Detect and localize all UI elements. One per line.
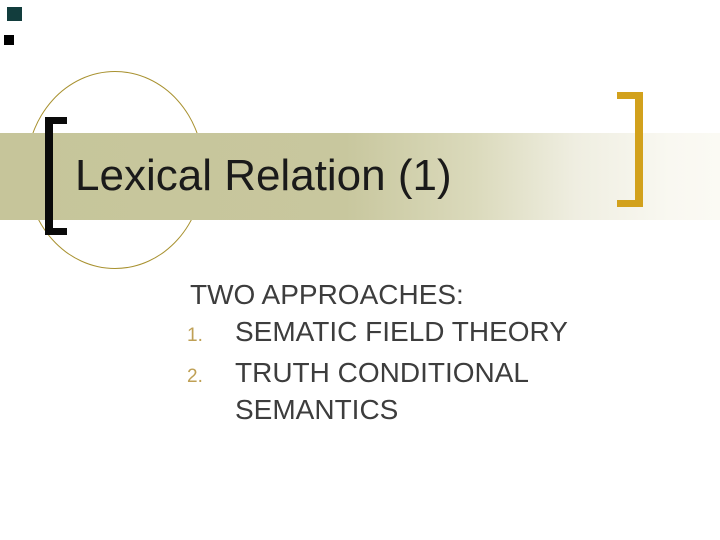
list-item: 1. SEMATIC FIELD THEORY	[187, 313, 582, 354]
body-intro: TWO APPROACHES:	[190, 279, 464, 310]
corner-square-top	[7, 7, 22, 21]
list-item-text: TRUTH CONDITIONAL SEMANTICS	[235, 357, 528, 425]
slide-title: Lexical Relation (1)	[75, 151, 452, 200]
list-item-number: 2.	[187, 366, 203, 387]
body-text-block: TWO APPROACHES: 1. SEMATIC FIELD THEORY …	[187, 276, 582, 428]
list-item: 2. TRUTH CONDITIONAL SEMANTICS	[187, 354, 582, 428]
list-item-number: 1.	[187, 325, 203, 346]
right-bracket-decoration	[617, 92, 643, 207]
numbered-list: 1. SEMATIC FIELD THEORY 2. TRUTH CONDITI…	[187, 313, 582, 428]
corner-square-bottom	[4, 35, 14, 45]
title-banner	[0, 133, 720, 220]
left-bracket-decoration	[45, 117, 67, 235]
list-item-text: SEMATIC FIELD THEORY	[235, 316, 568, 347]
